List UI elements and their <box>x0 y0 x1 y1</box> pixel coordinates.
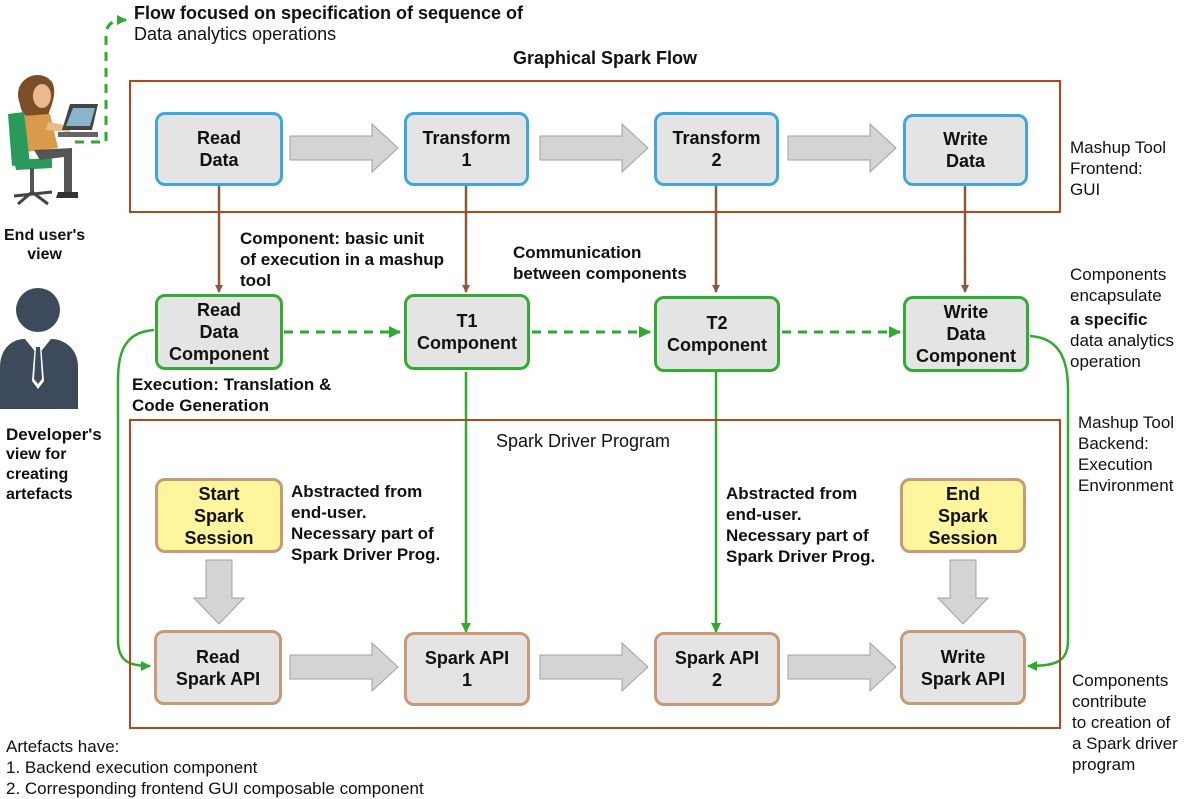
end-user-view-label: End user's view <box>4 227 86 263</box>
spark-driver-program-title: Spark Driver Program <box>496 431 671 451</box>
component-t1[interactable]: T1 Component <box>404 294 530 370</box>
api-box-read-spark[interactable]: Read Spark API <box>154 630 282 705</box>
component-t2[interactable]: T2 Component <box>654 296 780 372</box>
artefacts-title: Artefacts have: <box>6 737 120 756</box>
abstracted-note-left: Abstracted from end-user. Necessary part… <box>291 482 441 564</box>
gui-box-transform-2[interactable]: Transform 2 <box>654 112 779 186</box>
backend-note: Mashup Tool Backend: Execution Environme… <box>1078 413 1175 495</box>
api-flow-arrows <box>289 641 897 693</box>
gray-arrow <box>787 641 897 693</box>
gray-down-arrow <box>936 559 990 625</box>
top-note-line2: Data analytics operations <box>134 24 337 44</box>
artefacts-item-2: 2. Corresponding frontend GUI composable… <box>6 779 424 798</box>
communication-note: Communication between components <box>513 243 687 283</box>
developer-view-rest: view for creating artefacts <box>6 446 73 503</box>
encapsulate-note-top: Components encapsulate <box>1070 265 1167 305</box>
artefacts-item-1: 1. Backend execution component <box>6 758 258 777</box>
encapsulate-note-bottom: data analytics operation <box>1070 331 1174 371</box>
gray-arrow <box>539 122 649 174</box>
component-write-data[interactable]: Write Data Component <box>903 296 1029 372</box>
frontend-note: Mashup Tool Frontend: GUI <box>1070 138 1167 199</box>
end-user-at-computer-icon <box>8 74 98 206</box>
component-definition-note: Component: basic unit of execution in a … <box>240 229 445 290</box>
gui-box-read-data[interactable]: Read Data <box>155 112 283 186</box>
abstracted-note-right: Abstracted from end-user. Necessary part… <box>726 484 876 566</box>
graphical-spark-flow-frame <box>129 80 1061 213</box>
gray-arrow <box>787 122 897 174</box>
write-component-to-api-line <box>1027 334 1070 671</box>
spark-driver-program-frame <box>129 419 1061 729</box>
api-box-spark-api-2[interactable]: Spark API 2 <box>654 632 780 706</box>
end-spark-session-box[interactable]: End Spark Session <box>900 478 1026 553</box>
top-note-line1: Flow focused on specification of sequenc… <box>134 3 524 23</box>
encapsulate-note-bold: a specific <box>1070 310 1148 329</box>
api-box-write-spark[interactable]: Write Spark API <box>900 630 1026 705</box>
gray-arrow <box>289 122 399 174</box>
gray-arrow <box>539 641 649 693</box>
api-box-spark-api-1[interactable]: Spark API 1 <box>404 632 530 706</box>
gui-flow-arrows <box>289 122 897 174</box>
user-to-note-line <box>75 15 127 144</box>
gray-down-arrow <box>192 559 246 625</box>
gui-box-transform-1[interactable]: Transform 1 <box>404 112 529 186</box>
gui-box-write-data[interactable]: Write Data <box>903 114 1028 186</box>
developer-view-bold: Developer's <box>6 425 102 444</box>
graphical-spark-flow-title: Graphical Spark Flow <box>513 48 698 68</box>
contribute-note: Components contribute to creation of a S… <box>1072 671 1178 774</box>
execution-note: Execution: Translation & Code Generation <box>132 375 332 415</box>
developer-icon <box>0 288 78 409</box>
read-component-to-api-line <box>116 328 155 671</box>
component-read-data[interactable]: Read Data Component <box>155 294 283 370</box>
gray-arrow <box>289 641 399 693</box>
start-spark-session-box[interactable]: Start Spark Session <box>155 478 283 553</box>
